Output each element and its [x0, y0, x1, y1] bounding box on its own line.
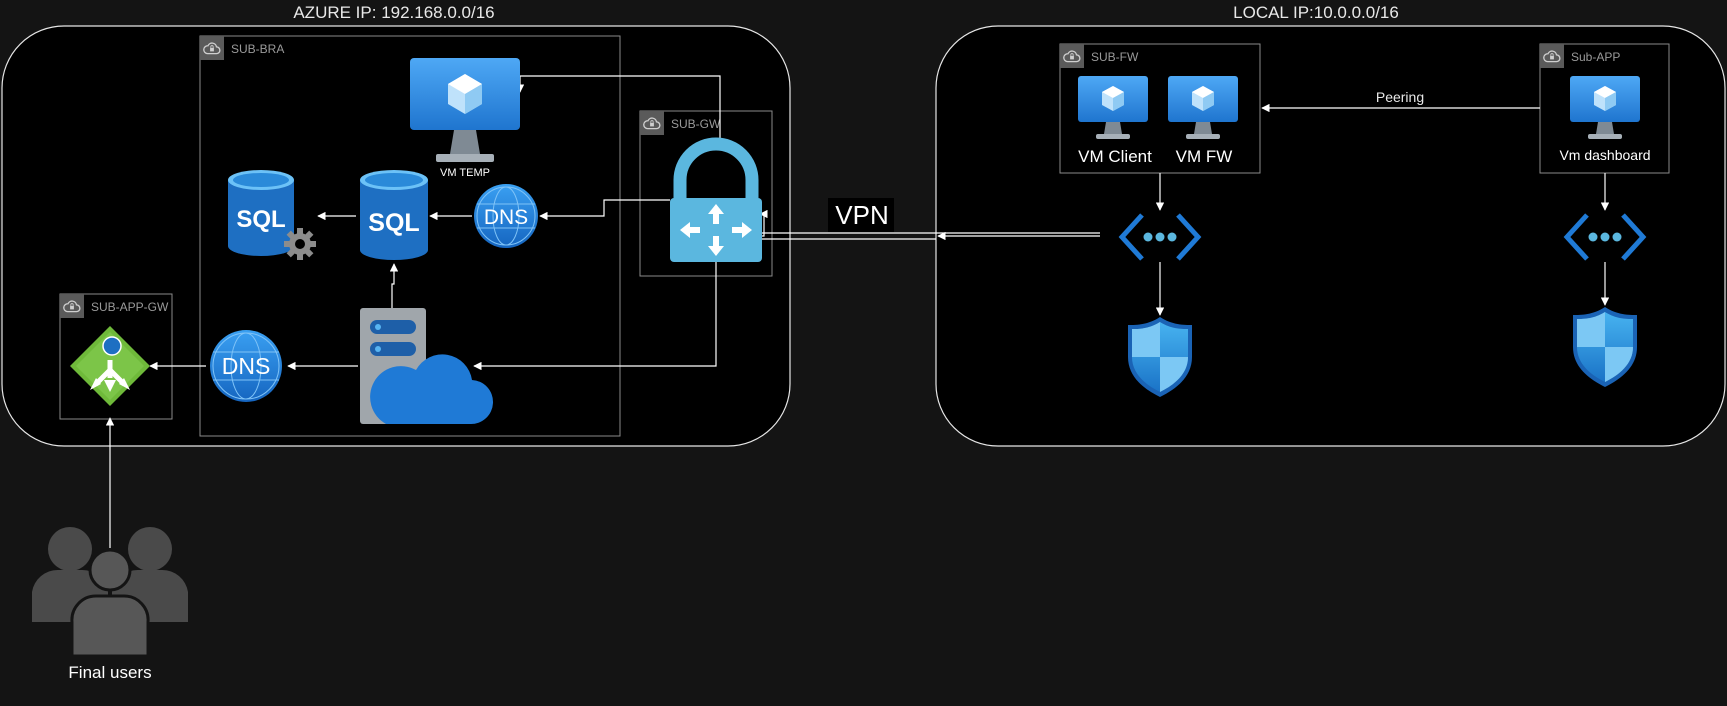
local-region-title: LOCAL IP:10.0.0.0/16 [1233, 3, 1399, 22]
dns-bottom-text: DNS [222, 353, 271, 379]
subnet-label-sub-app: Sub-APP [1571, 50, 1620, 64]
dns-zone-top-icon: DNS [474, 184, 538, 248]
connectors [105, 75, 1610, 548]
subnet-sub-fw: SUB-FW [1059, 43, 1261, 174]
connector-gateway-to-dns-top [539, 199, 670, 221]
vm-temp-label: VM TEMP [440, 167, 490, 179]
subnet-sub-app-gw: SUB-APP-GW [59, 293, 173, 420]
dns-top-text: DNS [484, 206, 528, 229]
final-users-label: Final users [68, 663, 151, 682]
dns-zone-bottom-icon: DNS [210, 330, 282, 402]
cloud-server-icon [360, 308, 494, 425]
connector-server-to-sql [389, 263, 399, 308]
vm-fw-label: VM FW [1176, 147, 1233, 166]
subnet-sub-bra: SUB-BRA [199, 35, 621, 437]
gear-icon [284, 228, 316, 260]
virtual-network-right-icon [1563, 213, 1647, 261]
vm-dashboard-label: Vm dashboard [1559, 147, 1650, 163]
virtual-network-left-icon [1118, 213, 1202, 261]
sql-database-icon: SQL [360, 170, 428, 260]
application-gateway-icon [70, 326, 150, 406]
sql-database-text: SQL [368, 209, 419, 237]
vm-dashboard-icon [1570, 76, 1640, 139]
vm-temp-icon [410, 58, 520, 162]
vpn-label-bg [828, 198, 894, 232]
security-shield-left-icon [1128, 317, 1192, 397]
vm-client-icon [1078, 76, 1148, 139]
subnet-label-sub-fw: SUB-FW [1091, 50, 1139, 64]
sql-managed-icon: SQL [228, 170, 294, 256]
subnet-sub-gw: SUB-GW [639, 110, 773, 277]
users-group-icon [32, 527, 188, 658]
sql-managed-text: SQL [236, 206, 285, 233]
subnet-label-sub-app-gw: SUB-APP-GW [91, 300, 169, 314]
azure-region-title: AZURE IP: 192.168.0.0/16 [293, 3, 494, 22]
subnet-label-sub-gw: SUB-GW [671, 117, 721, 131]
peering-label: Peering [1376, 89, 1424, 105]
subnet-label-sub-bra: SUB-BRA [231, 42, 284, 56]
vpn-gateway-icon [670, 137, 762, 262]
vpn-label: VPN [835, 200, 888, 230]
vm-client-label: VM Client [1078, 147, 1152, 166]
connector-gateway-to-server [473, 260, 717, 371]
vm-fw-icon [1168, 76, 1238, 139]
security-shield-right-icon [1573, 307, 1637, 387]
